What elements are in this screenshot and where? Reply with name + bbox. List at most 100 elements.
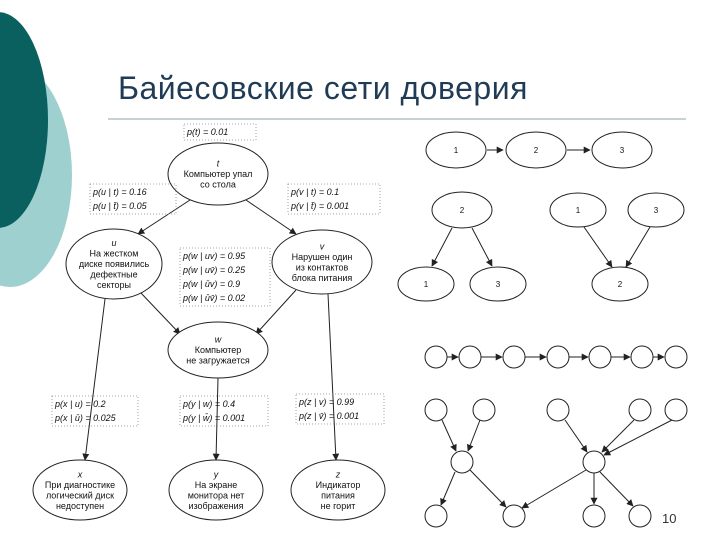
table-px-row: p(x | u) = 0.2 — [54, 399, 106, 409]
node-v-line: блока питания — [292, 273, 353, 283]
chain-node-2-shape — [505, 131, 567, 169]
table-px-box — [51, 395, 139, 427]
node-u-line: диске появились — [79, 259, 150, 269]
table-pt-row: p(t) = 0.01 — [186, 127, 228, 137]
table-pv-row: p(v | t̄) = 0.001 — [290, 201, 349, 211]
node-v-line: v — [320, 241, 325, 251]
dot-top-node — [628, 398, 652, 422]
node-z-line: z — [335, 469, 341, 479]
dot-edge — [467, 419, 481, 452]
node-x-line: x — [77, 469, 83, 479]
dot-mid-node — [450, 450, 474, 474]
table-pt: p(t) = 0.01 — [183, 123, 257, 141]
converging-node-bottom-label: 2 — [618, 280, 623, 289]
table-pz-box — [295, 393, 385, 425]
chain-node-3-label: 3 — [620, 146, 625, 155]
dot-edge — [469, 469, 507, 508]
dot-top-node — [472, 398, 496, 422]
dot-chain-node — [664, 345, 688, 369]
converging-edge-right — [625, 226, 651, 268]
edge-t-u — [137, 199, 191, 235]
chain-node-2: 2 — [505, 131, 567, 169]
page-number: 10 — [662, 511, 677, 526]
chain-node-2-label: 2 — [534, 146, 539, 155]
dot-mid-node — [582, 450, 606, 474]
node-w-line: Компьютер — [195, 345, 242, 355]
node-v-line: из контактов — [296, 262, 349, 272]
node-x-line: недоступен — [56, 501, 104, 511]
probability-tables: p(t) = 0.01 p(u | t) = 0.16 p(u | t̄) = 0.… — [51, 123, 385, 427]
converging-node-right-label: 3 — [654, 206, 659, 215]
table-py-row: p(y | w) = 0.4 — [182, 399, 235, 409]
node-w-shape — [167, 321, 269, 379]
dot-networks — [424, 345, 688, 528]
dot-top-node — [546, 398, 570, 422]
table-pu: p(u | t) = 0.16 p(u | t̄) = 0.05 — [89, 183, 177, 215]
node-w-line: не загружается — [186, 356, 250, 366]
table-pz-row: p(z | v̄) = 0.001 — [298, 411, 359, 421]
edge-v-w — [255, 289, 297, 335]
dot-chain-node — [630, 345, 654, 369]
node-y-line: монитора нет — [188, 490, 245, 500]
converging-node-right: 3 — [627, 192, 685, 228]
table-py-box — [179, 395, 269, 427]
converging-node-left-label: 1 — [576, 206, 581, 215]
dot-edge — [521, 469, 587, 509]
table-pu-row: p(u | t̄) = 0.05 — [92, 201, 148, 211]
table-pw-row: p(w | ūv̄) = 0.02 — [182, 293, 245, 303]
dot-chain-node — [424, 345, 448, 369]
dot-edge — [564, 419, 588, 453]
node-x-line: При диагностике — [45, 480, 115, 490]
edge-v-z — [327, 293, 340, 461]
dot-edge — [440, 471, 456, 506]
table-pw: p(w | uv) = 0.95p(w | uv̄) = 0.25p(w | ū… — [179, 247, 271, 307]
dot-edge — [603, 419, 673, 456]
table-py: p(y | w) = 0.4 p(y | w̄) = 0.001 — [179, 395, 269, 427]
diverging-node-top-shape — [431, 191, 493, 229]
teal-dark-shape — [0, 12, 48, 228]
diverging-node-right: 3 — [469, 266, 527, 302]
edge-w-y — [212, 377, 220, 461]
node-v-shape — [271, 229, 373, 295]
diverging-edge-right — [471, 227, 493, 267]
node-y-line: y — [213, 469, 219, 479]
node-t-line: t — [217, 159, 220, 169]
dot-edge — [601, 419, 635, 453]
node-z-line: Индикатор — [316, 480, 361, 490]
diverging-node-left: 1 — [397, 266, 455, 302]
diverging-node-right-shape — [469, 266, 527, 302]
node-z-line: питания — [321, 490, 355, 500]
table-pt-box — [183, 123, 257, 141]
dot-edge — [441, 419, 457, 452]
table-pz-row: p(z | v) = 0.99 — [298, 397, 354, 407]
dot-top-node — [664, 398, 688, 422]
node-y-line: На экране — [195, 480, 238, 490]
dot-chain-node — [588, 345, 612, 369]
table-pw-box — [179, 247, 271, 307]
edge-u-w — [139, 291, 181, 335]
node-u-line: дефектные — [90, 270, 137, 280]
edge-t-v — [245, 199, 297, 235]
diverging-node-left-shape — [397, 266, 455, 302]
chain-node-3-shape — [591, 131, 653, 169]
edge-u-x — [82, 298, 106, 461]
diverging-node-right-label: 3 — [496, 280, 501, 289]
chain-node-3: 3 — [591, 131, 653, 169]
dot-bottom-node — [502, 504, 526, 528]
table-py-row: p(y | w̄) = 0.001 — [182, 413, 245, 423]
dot-chain-node — [502, 345, 526, 369]
converging-edge-left — [583, 226, 613, 268]
converging-node-bottom: 2 — [591, 266, 649, 302]
diverging-node-top-label: 2 — [460, 206, 465, 215]
table-pz: p(z | v) = 0.99 p(z | v̄) = 0.001 — [295, 393, 385, 425]
diverging-node-left-label: 1 — [424, 280, 429, 289]
node-y-shape — [168, 459, 264, 521]
chain-node-1-label: 1 — [454, 146, 459, 155]
node-z-shape — [290, 459, 386, 521]
table-pw-row: p(w | ūv) = 0.9 — [182, 279, 240, 289]
table-pu-row: p(u | t) = 0.16 — [92, 187, 147, 197]
